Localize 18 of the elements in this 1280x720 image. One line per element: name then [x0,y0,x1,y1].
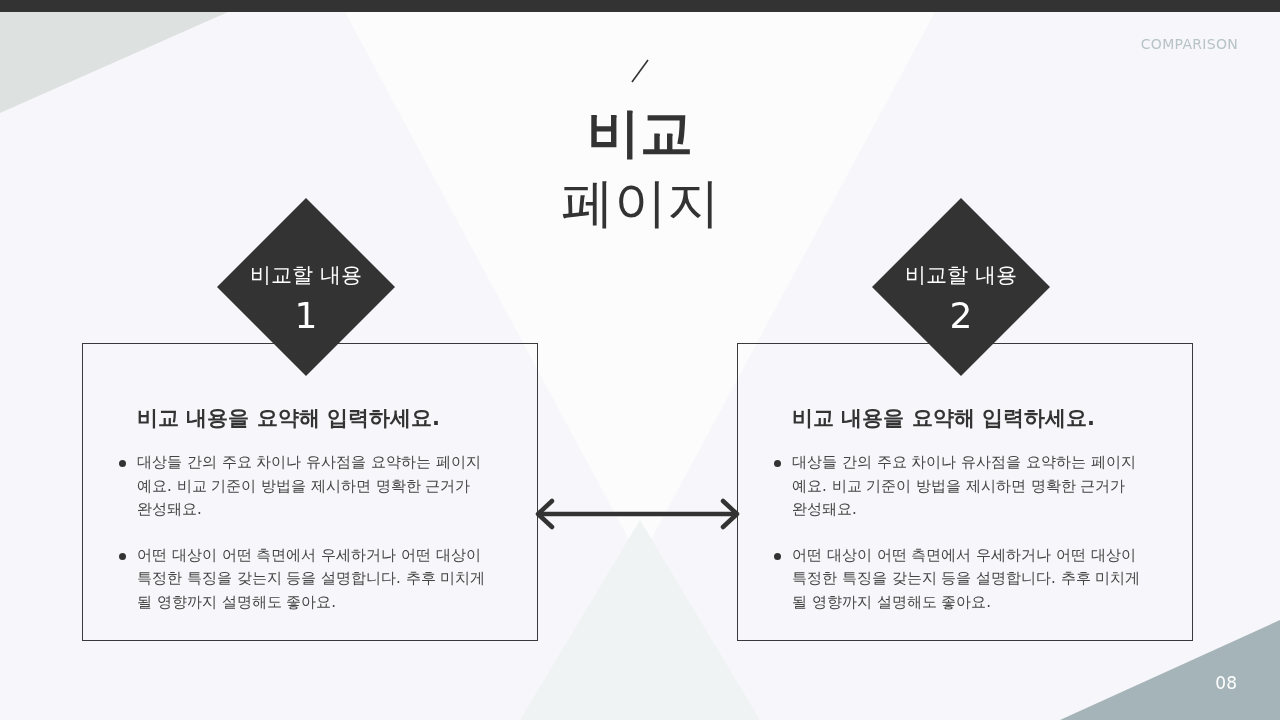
bullet-text: 어떤 대상이 어떤 측면에서 우세하거나 어떤 대상이 특정한 특징을 갖는지 등을 설명합니다. 추후 미치게 될 영향까지 설명해도 좋아요. [137,544,487,613]
page-title: 비교 페이지 [559,101,721,235]
diamond-badge [217,198,395,376]
comparison-card [737,343,1193,641]
diamond-badge [872,198,1050,376]
double-arrow [535,498,740,530]
badge-number: 2 [949,295,973,337]
bullet-text: 대상들 간의 주요 차이나 유사점을 요약하는 페이지예요. 비교 기준이 방법을 제시하면 명확한 근거가 완성돼요. [137,452,482,520]
bullet-text: 대상들 간의 주요 차이나 유사점을 요약하는 페이지예요. 비교 기준이 방법을 제시하면 명확한 근거가 완성돼요. [792,452,1137,520]
page-number: 08 [1215,672,1237,694]
summary-heading: 비교 내용을 요약해 입력하세요. [792,405,1095,432]
bullet-text: 어떤 대상이 어떤 측면에서 우세하거나 어떤 대상이 특정한 특징을 갖는지 등을 설명합니다. 추후 미치게 될 영향까지 설명해도 좋아요. [792,544,1142,613]
badge-number: 1 [294,295,318,337]
badge-title: 비교할 내용 [905,262,1017,289]
summary-heading: 비교 내용을 요약해 입력하세요. [137,405,440,432]
comparison-card [82,343,538,641]
section-label: COMPARISON [1140,35,1238,53]
badge-title: 비교할 내용 [250,262,362,289]
